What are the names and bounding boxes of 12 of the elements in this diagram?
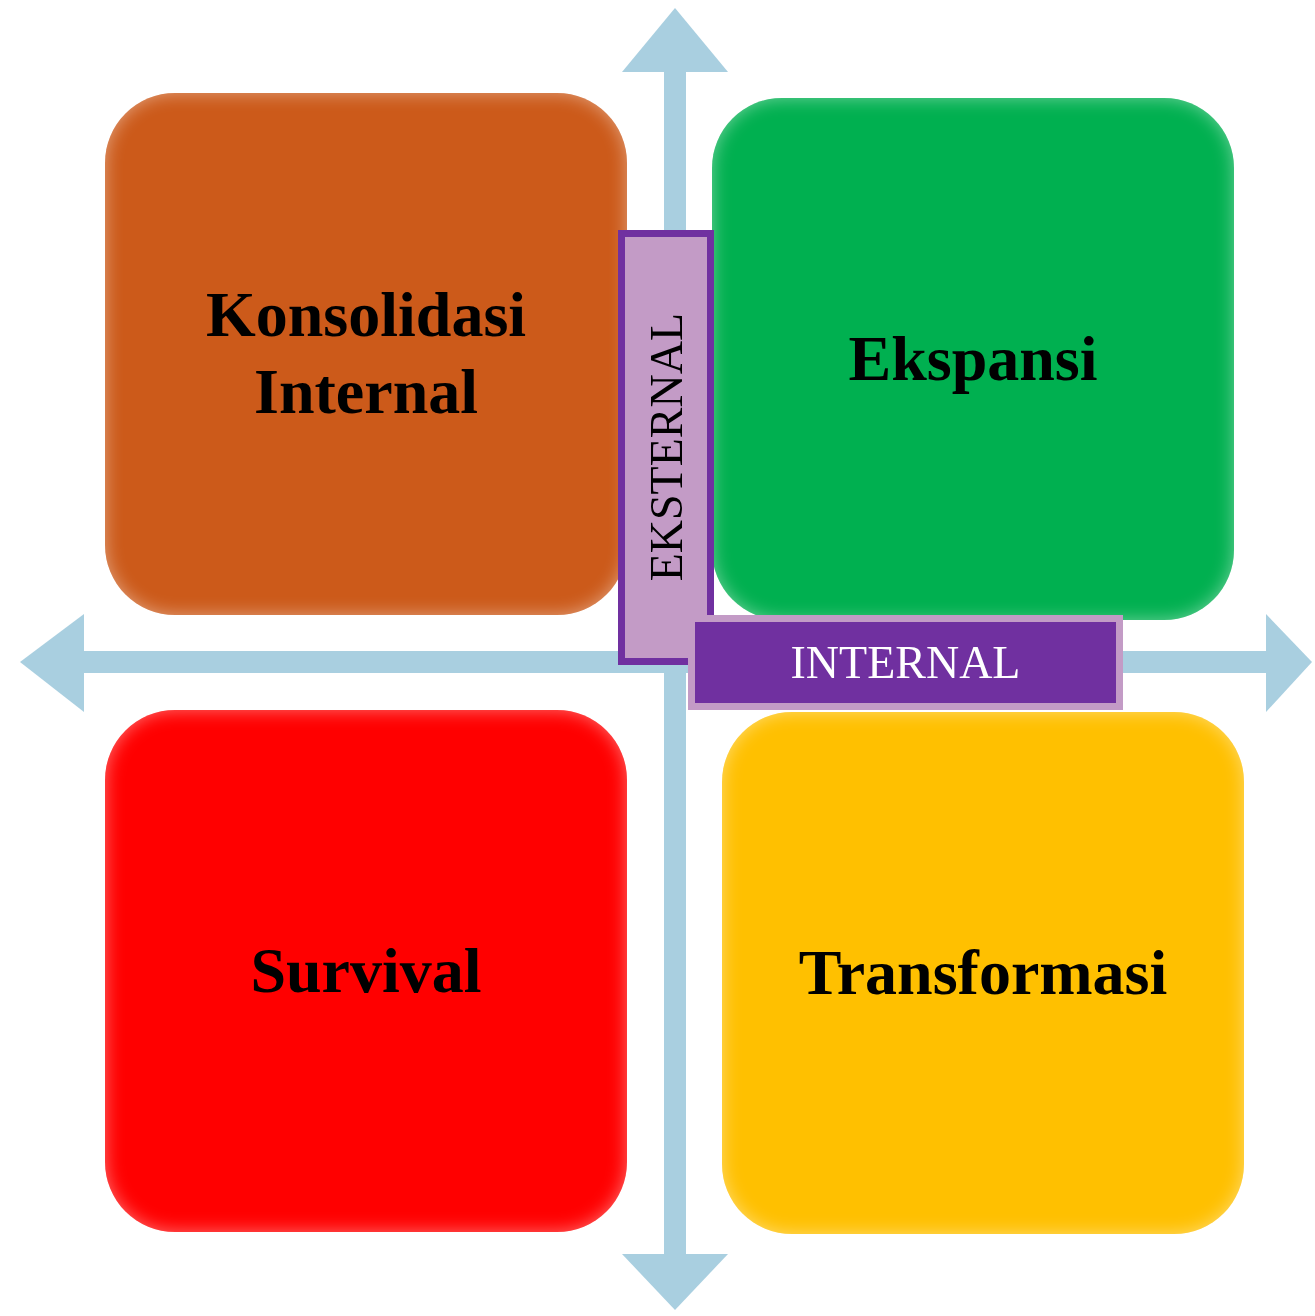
quadrant-card: [712, 98, 1234, 620]
quadrant-title: Survival: [250, 933, 482, 1008]
axis-label-box: [688, 615, 1123, 710]
quadrant-card: [105, 710, 627, 1232]
axis-label: INTERNAL: [790, 636, 1021, 689]
quadrant-title: Transformasi: [798, 935, 1168, 1010]
axis-label: EKSTERNAL: [639, 313, 693, 582]
quadrant-title: Ekspansi: [848, 321, 1098, 396]
quadrant-card: [105, 93, 627, 615]
axis-label-box: [618, 230, 714, 665]
quadrant-title: Konsolidasi Internal: [204, 278, 528, 429]
quadrant-card: [722, 712, 1244, 1234]
